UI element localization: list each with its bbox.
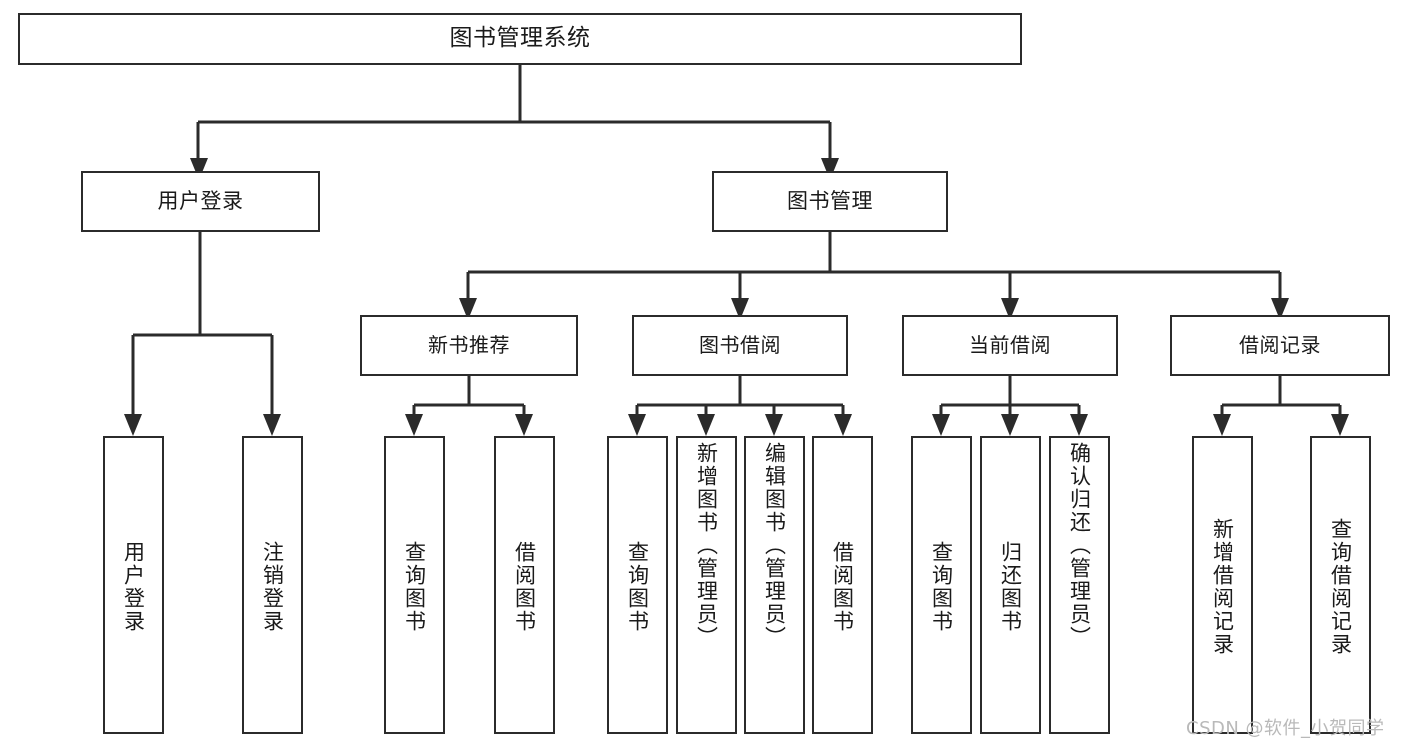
leaf-return-book[interactable]: 归还图书 xyxy=(980,436,1041,734)
node-user-login[interactable]: 用户登录 xyxy=(81,171,320,232)
leaf-query-book-borrow[interactable]: 查询图书 xyxy=(607,436,668,734)
node-book-management[interactable]: 图书管理 xyxy=(712,171,948,232)
node-label: 用户登录 xyxy=(157,189,244,214)
node-label: 图书管理 xyxy=(787,189,873,214)
node-label: 查询图书 xyxy=(625,541,650,633)
leaf-edit-book-admin[interactable]: 编辑图书（管理员） xyxy=(744,436,805,734)
leaf-query-book-current[interactable]: 查询图书 xyxy=(911,436,972,734)
node-label: 新增图书（管理员） xyxy=(694,442,719,649)
node-root-system[interactable]: 图书管理系统 xyxy=(18,13,1022,65)
node-label: 图书管理系统 xyxy=(449,25,591,52)
leaf-query-book-recommend[interactable]: 查询图书 xyxy=(384,436,445,734)
node-label: 当前借阅 xyxy=(969,332,1051,357)
watermark-text: CSDN @软件_小贺同学 xyxy=(1186,718,1385,739)
node-label: 借阅图书 xyxy=(512,541,537,633)
node-label: 借阅记录 xyxy=(1239,332,1321,357)
node-label: 借阅图书 xyxy=(830,541,855,633)
leaf-add-borrow-record[interactable]: 新增借阅记录 xyxy=(1192,436,1253,734)
node-label: 查询借阅记录 xyxy=(1328,518,1353,656)
leaf-confirm-return-admin[interactable]: 确认归还（管理员） xyxy=(1049,436,1110,734)
node-borrow-record[interactable]: 借阅记录 xyxy=(1170,315,1390,376)
leaf-query-borrow-record[interactable]: 查询借阅记录 xyxy=(1310,436,1371,734)
node-label: 注销登录 xyxy=(260,541,285,633)
node-label: 新增借阅记录 xyxy=(1210,518,1235,656)
leaf-borrow-book-recommend[interactable]: 借阅图书 xyxy=(494,436,555,734)
node-label: 查询图书 xyxy=(929,541,954,633)
leaf-add-book-admin[interactable]: 新增图书（管理员） xyxy=(676,436,737,734)
node-label: 新书推荐 xyxy=(428,332,510,357)
leaf-user-login[interactable]: 用户登录 xyxy=(103,436,164,734)
node-label: 用户登录 xyxy=(121,541,146,633)
leaf-logout[interactable]: 注销登录 xyxy=(242,436,303,734)
node-new-book-recommend[interactable]: 新书推荐 xyxy=(360,315,578,376)
node-label: 确认归还（管理员） xyxy=(1067,442,1092,649)
node-label: 查询图书 xyxy=(402,541,427,633)
node-label: 图书借阅 xyxy=(699,332,781,357)
node-book-borrow[interactable]: 图书借阅 xyxy=(632,315,848,376)
node-current-borrow[interactable]: 当前借阅 xyxy=(902,315,1118,376)
node-label: 编辑图书（管理员） xyxy=(762,442,787,649)
leaf-borrow-book[interactable]: 借阅图书 xyxy=(812,436,873,734)
node-label: 归还图书 xyxy=(998,541,1023,633)
